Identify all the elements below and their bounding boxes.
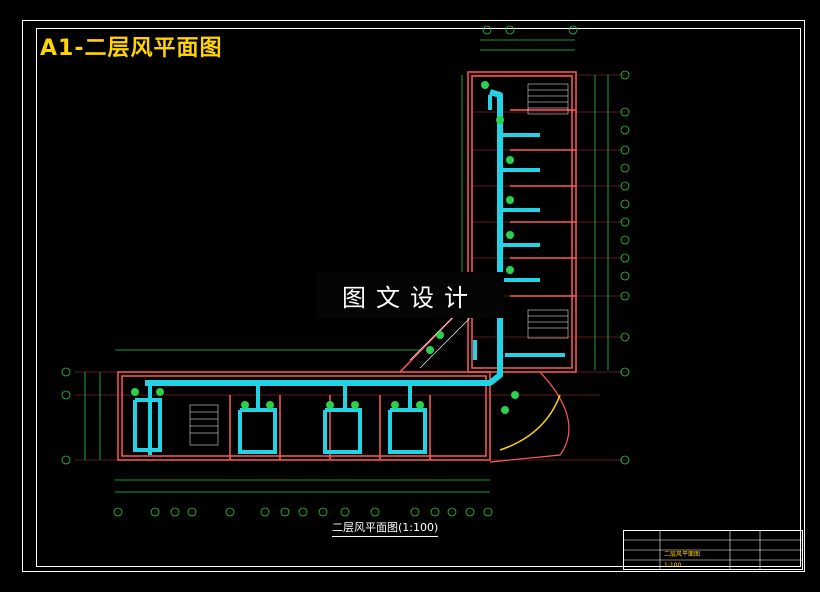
drawing-subtitle: 二层风平面图(1:100) (332, 519, 439, 537)
stairs (189, 83, 569, 446)
titleblock-scale: 1:100 (664, 562, 682, 569)
sheet-title: A1-二层风平面图 (40, 36, 223, 61)
diffusers (131, 81, 519, 414)
drawing-inner-frame (36, 28, 801, 567)
axis-grid (75, 74, 625, 461)
branch-ducts (133, 95, 565, 455)
titleblock-lines (623, 530, 803, 570)
title-block: 二层风平面图 1:100 (623, 530, 803, 570)
drawing-outer-frame (22, 20, 805, 572)
watermark-label: 图文设计 (316, 272, 504, 318)
curved-wall (499, 394, 561, 451)
main-duct (145, 89, 503, 386)
axis-bubbles (61, 25, 630, 517)
titleblock-drawing-name: 二层风平面图 (664, 551, 701, 558)
dimension-lines (84, 39, 609, 493)
